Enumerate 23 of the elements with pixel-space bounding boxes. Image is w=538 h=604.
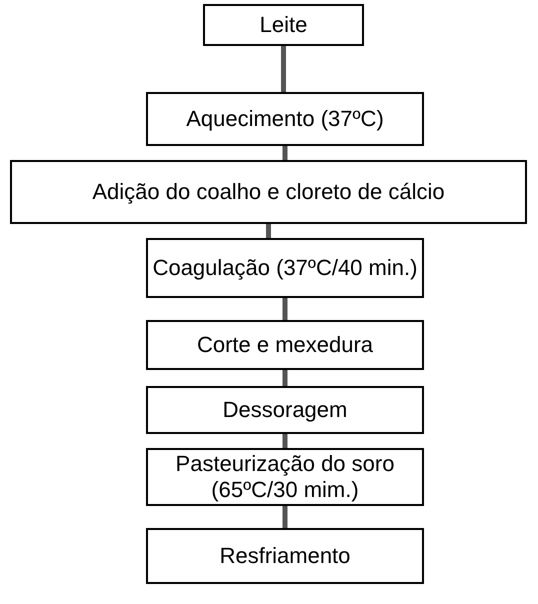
connector-line — [282, 146, 288, 160]
connector-line — [282, 370, 288, 386]
step-label: Adição do coalho e cloreto de cálcio — [92, 179, 445, 205]
connector-line — [282, 506, 288, 528]
process-box — [146, 92, 424, 146]
step-label: Coagulação (37ºC/40 min.) — [152, 255, 418, 281]
step-label: Leite — [260, 12, 308, 38]
step-label: Corte e mexedura — [196, 332, 374, 358]
connector-line — [266, 224, 271, 238]
process-box — [146, 320, 424, 370]
step-label: Pasteurização do soro (65ºC/30 mim.) — [174, 451, 396, 503]
step-label: Aquecimento (37ºC) — [186, 106, 384, 132]
process-box — [203, 4, 364, 46]
process-box — [146, 448, 424, 506]
connector-line — [282, 298, 288, 320]
process-box — [146, 238, 424, 298]
process-box — [146, 528, 424, 584]
connector-line — [282, 434, 288, 448]
process-box — [10, 160, 527, 224]
connector-line — [281, 46, 286, 92]
process-box — [146, 386, 424, 434]
step-label: Resfriamento — [220, 543, 350, 569]
step-label: Dessoragem — [222, 397, 348, 423]
